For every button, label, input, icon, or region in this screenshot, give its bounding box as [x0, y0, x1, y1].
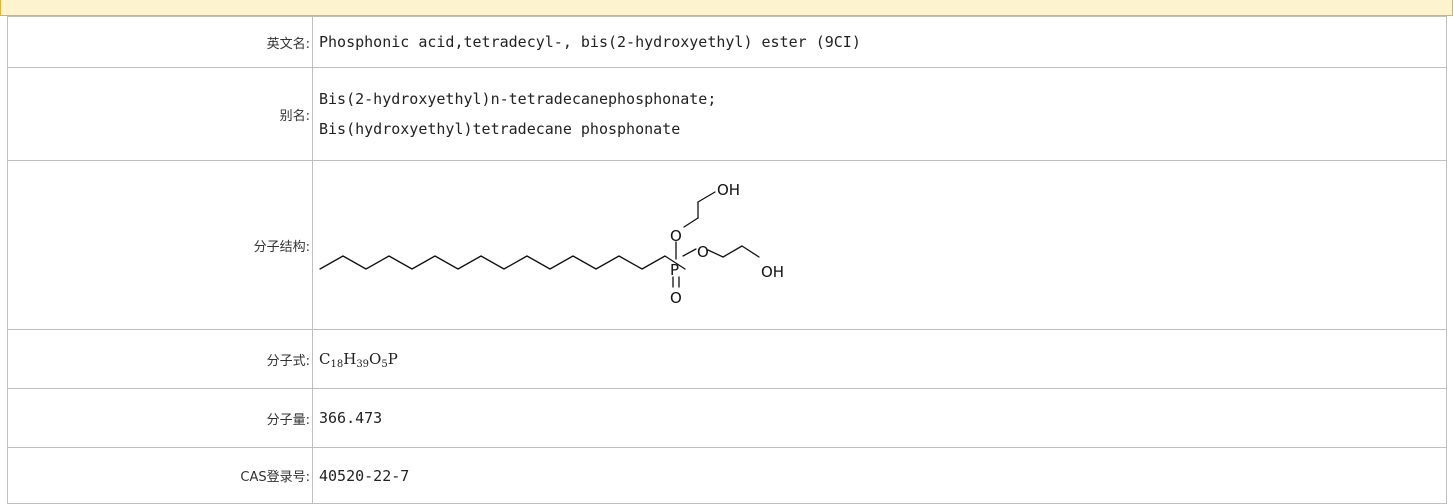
- mol-weight-value: 366.473: [312, 388, 1447, 448]
- formula-p: P: [387, 350, 398, 368]
- formula-o-count: 5: [381, 359, 388, 370]
- structure-label: 分子结构:: [7, 160, 313, 330]
- row-mol-weight: 分子量: 366.473: [7, 388, 1447, 448]
- structure-cell: OH O P O OH O: [312, 160, 1447, 330]
- row-english-name: 英文名: Phosphonic acid,tetradecyl-, bis(2-…: [7, 16, 1447, 68]
- cas-value: 40520-22-7: [312, 447, 1447, 504]
- mol-weight-label: 分子量:: [7, 388, 313, 448]
- molecular-structure-image: OH O P O OH O: [319, 181, 784, 307]
- row-alias: 别名: Bis(2-hydroxyethyl)n-tetradecanephos…: [7, 67, 1447, 161]
- top-bar: [0, 0, 1453, 16]
- atom-oh-right: OH: [761, 263, 784, 281]
- row-cas: CAS登录号: 40520-22-7: [7, 447, 1447, 504]
- formula-label: 分子式:: [7, 329, 313, 389]
- formula-o: O: [369, 350, 382, 368]
- alias-line-2: Bis(hydroxyethyl)tetradecane phosphonate: [319, 120, 681, 138]
- english-name-value: Phosphonic acid,tetradecyl-, bis(2-hydro…: [312, 16, 1447, 68]
- atom-o-right: O: [697, 243, 709, 261]
- english-name-label: 英文名:: [7, 16, 313, 68]
- formula-value: C18H39O5P: [312, 329, 1447, 389]
- row-formula: 分子式: C18H39O5P: [7, 329, 1447, 389]
- formula-c: C: [319, 350, 331, 368]
- structure-bonds: [319, 191, 760, 288]
- alias-line-1: Bis(2-hydroxyethyl)n-tetradecanephosphon…: [319, 90, 717, 108]
- atom-oh-top: OH: [717, 181, 740, 199]
- formula-h: H: [343, 350, 357, 368]
- compound-info-table: 英文名: Phosphonic acid,tetradecyl-, bis(2-…: [7, 16, 1447, 504]
- alias-label: 别名:: [7, 67, 313, 161]
- cas-label: CAS登录号:: [7, 447, 313, 504]
- formula-c-count: 18: [330, 359, 344, 370]
- atom-p: P: [670, 261, 679, 279]
- row-structure: 分子结构:: [7, 160, 1447, 330]
- formula-h-count: 39: [356, 359, 370, 370]
- alias-value: Bis(2-hydroxyethyl)n-tetradecanephosphon…: [312, 67, 1447, 161]
- atom-o-bottom: O: [670, 289, 682, 307]
- atom-o-upper: O: [670, 227, 682, 245]
